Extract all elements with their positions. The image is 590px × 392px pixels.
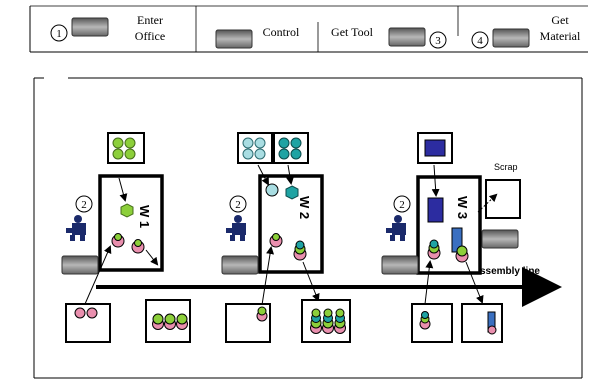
- legend-number-1-text: 1: [56, 28, 62, 40]
- legend-enter-office: 1 Enter Office: [51, 13, 165, 43]
- w3-machine: [382, 256, 418, 274]
- legend-machine-icon: [216, 30, 252, 48]
- w3-part: [428, 198, 443, 222]
- legend-enter-office-line1: Enter: [137, 13, 163, 27]
- legend-get-tool-label: Get Tool: [331, 25, 374, 39]
- workstation-3: W 3 Scrap 2: [382, 133, 520, 342]
- scrap-label: Scrap: [494, 162, 518, 172]
- legend-get-tool: Get Tool 3: [331, 25, 446, 48]
- w3-worker-icon: [386, 215, 406, 241]
- w3-in-buffer: [412, 304, 452, 342]
- w2-material-bin-a: [238, 133, 272, 163]
- legend-control: Control: [216, 25, 300, 48]
- w3-tool-machine: [482, 230, 518, 248]
- w2-machine: [222, 256, 258, 274]
- legend-get-material-line2: Material: [540, 29, 581, 43]
- w2-material-bin-b: [274, 133, 308, 163]
- w3-out-buffer: [462, 304, 502, 342]
- workstation-1: W 1 2: [62, 133, 190, 342]
- legend-number-3-text: 3: [435, 35, 441, 47]
- w1-part: [121, 204, 133, 217]
- w2-worker-marker-text: 2: [235, 199, 241, 211]
- scrap-bin: [486, 180, 520, 218]
- w1-machine: [62, 256, 98, 274]
- legend-machine-icon: [493, 29, 529, 47]
- w3-worker-marker-text: 2: [399, 199, 405, 211]
- finished-part: [177, 314, 187, 324]
- w1-worker-marker-text: 2: [81, 199, 87, 211]
- finished-part: [153, 314, 163, 324]
- w1-label: W 1: [137, 205, 152, 228]
- legend-control-label: Control: [263, 25, 300, 39]
- legend-get-material: 4 Get Material: [472, 13, 581, 48]
- assembly-line-label: Assembly line: [473, 266, 541, 277]
- finished-part: [336, 309, 344, 317]
- legend-get-material-line1: Get: [551, 13, 569, 27]
- finished-part: [324, 309, 332, 317]
- w1-material-bin: [108, 133, 144, 163]
- w3-label: W 3: [455, 196, 470, 219]
- legend-number-4-text: 4: [477, 35, 483, 47]
- legend-enter-office-line2: Office: [135, 29, 165, 43]
- workstation-2: W 2 2: [222, 133, 350, 342]
- w2-label: W 2: [297, 196, 312, 219]
- w1-worker-icon: [66, 215, 86, 241]
- legend-machine-icon: [72, 18, 108, 36]
- finished-part: [165, 314, 175, 324]
- w2-worker-icon: [226, 215, 246, 241]
- finished-part: [312, 309, 320, 317]
- legend-machine-icon: [389, 28, 425, 46]
- w3-station-box: [418, 177, 480, 273]
